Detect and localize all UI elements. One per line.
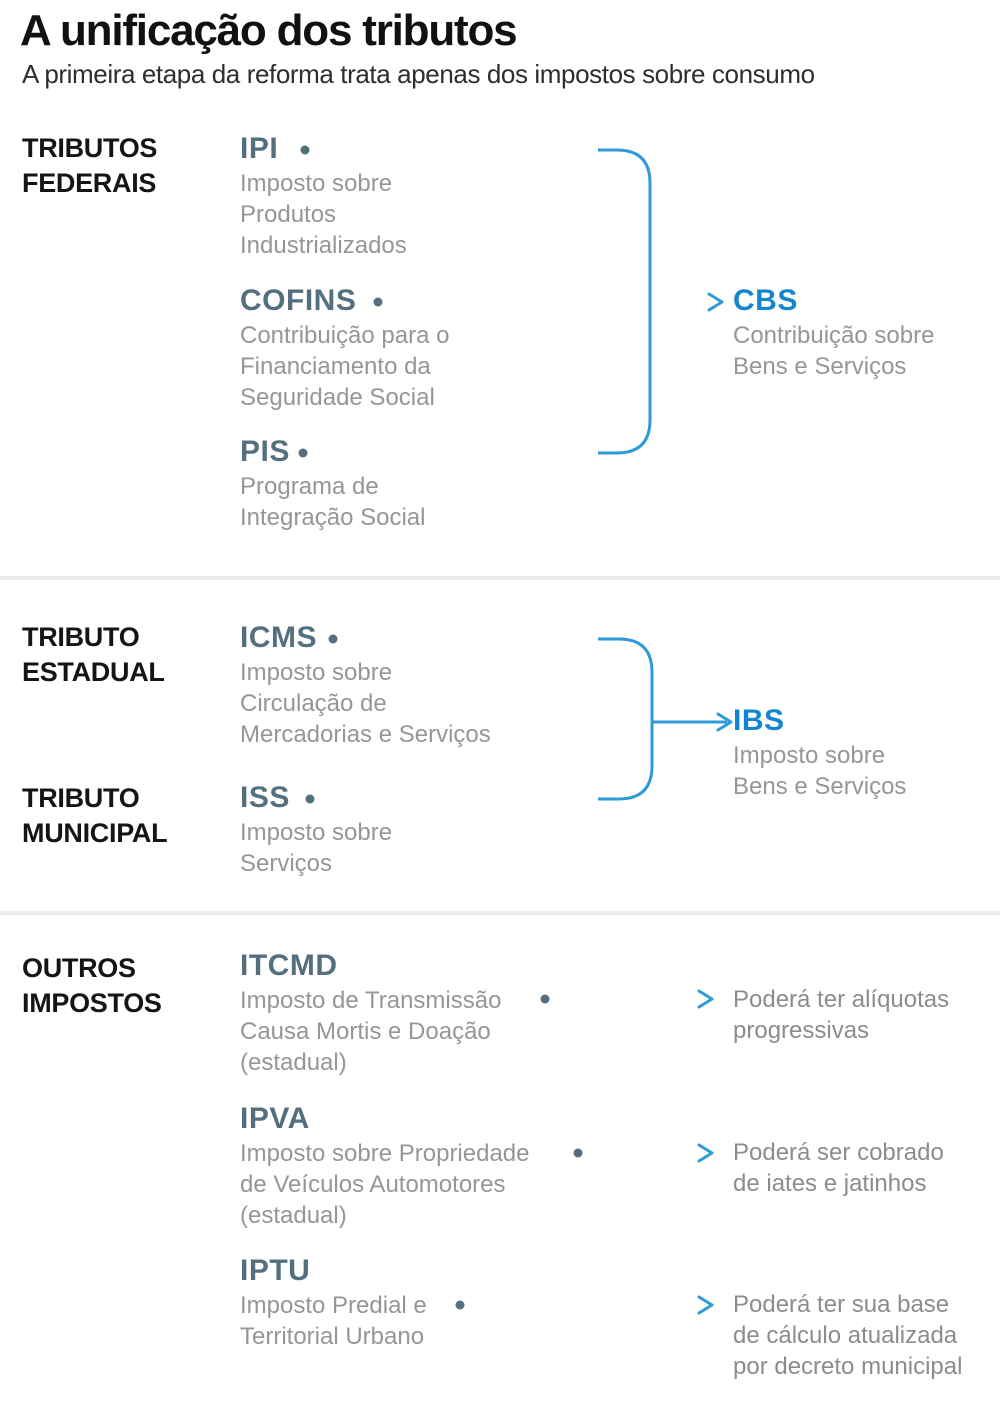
result-description-ibs: Imposto sobre Bens e Serviços [733, 742, 907, 800]
tax-description-pis: Programa de Integração Social [240, 473, 426, 531]
section-header-tributo-estadual: TRIBUTO ESTADUAL [22, 622, 165, 687]
tax-acronym-cofins: COFINS [240, 284, 357, 317]
ipva-arrowhead-icon [697, 1143, 714, 1163]
section-header-tributos-federais: TRIBUTOS FEDERAIS [22, 133, 158, 198]
iptu-dot-icon [455, 1300, 465, 1310]
tax-item-ipi: IPI Imposto sobre Produtos Industrializa… [240, 132, 407, 261]
tax-description-iptu: Imposto Predial e Territorial Urbano [240, 1292, 427, 1350]
tax-item-pis: PIS Programa de Integração Social [240, 435, 425, 533]
tax-acronym-ipva: IPVA [240, 1102, 310, 1135]
tax-item-ipva: IPVA Imposto sobre Propriedade de Veícul… [240, 1102, 530, 1231]
state-bracket-line [598, 637, 654, 801]
tax-description-ipva: Imposto sobre Propriedade de Veículos Au… [240, 1140, 530, 1229]
tax-item-icms: ICMS Imposto sobre Circulação de Mercado… [240, 621, 491, 750]
ipva-dot-icon [573, 1148, 583, 1158]
tax-description-iss: Imposto sobre Serviços [240, 819, 393, 877]
note-itcmd: Poderá ter alíquotas progressivas [733, 986, 950, 1044]
tax-acronym-itcmd: ITCMD [240, 949, 338, 982]
tax-description-icms: Imposto sobre Circulação de Mercadorias … [240, 659, 491, 748]
result-acronym-ibs: IBS [733, 704, 785, 737]
tax-description-cofins: Contribuição para o Financiamento da Seg… [240, 322, 450, 411]
tax-acronym-iss: ISS [240, 781, 290, 814]
result-item-cbs: CBS Contribuição sobre Bens e Serviços [733, 284, 934, 382]
tax-item-cofins: COFINS Contribuição para o Financiamento… [240, 284, 449, 413]
tax-description-itcmd: Imposto de Transmissão Causa Mortis e Do… [240, 987, 502, 1076]
iptu-arrowhead-icon [697, 1295, 714, 1315]
tax-item-itcmd: ITCMD Imposto de Transmissão Causa Morti… [240, 949, 501, 1078]
tax-item-iptu: IPTU Imposto Predial e Territorial Urban… [240, 1254, 427, 1352]
section-header-tributo-municipal: TRIBUTO MUNICIPAL [22, 783, 168, 848]
note-iptu: Poderá ter sua base de cálculo atualizad… [733, 1291, 963, 1380]
note-ipva: Poderá ser cobrado de iates e jatinhos [733, 1139, 944, 1197]
tax-acronym-ipi: IPI [240, 132, 279, 165]
result-description-cbs: Contribuição sobre Bens e Serviços [733, 322, 935, 380]
tax-acronym-pis: PIS [240, 435, 290, 468]
section-header-outros-impostos: OUTROS IMPOSTOS [22, 953, 162, 1018]
tax-acronym-iptu: IPTU [240, 1254, 311, 1287]
tax-description-ipi: Imposto sobre Produtos Industrializados [240, 170, 407, 259]
section-divider [0, 576, 1000, 580]
tax-acronym-icms: ICMS [240, 621, 317, 654]
itcmd-arrowhead-icon [697, 989, 714, 1009]
ibs-arrowhead-icon [716, 712, 733, 732]
result-item-ibs: IBS Imposto sobre Bens e Serviços [733, 704, 906, 802]
page-subtitle: A primeira etapa da reforma trata apenas… [22, 59, 815, 89]
page-title: A unificação dos tributos [20, 6, 518, 55]
section-divider [0, 911, 1000, 915]
tax-item-iss: ISS Imposto sobre Serviços [240, 781, 392, 879]
federal-bracket-line [598, 148, 652, 455]
result-acronym-cbs: CBS [733, 284, 798, 317]
itcmd-dot-icon [540, 994, 550, 1004]
cbs-arrowhead-icon [707, 292, 724, 312]
